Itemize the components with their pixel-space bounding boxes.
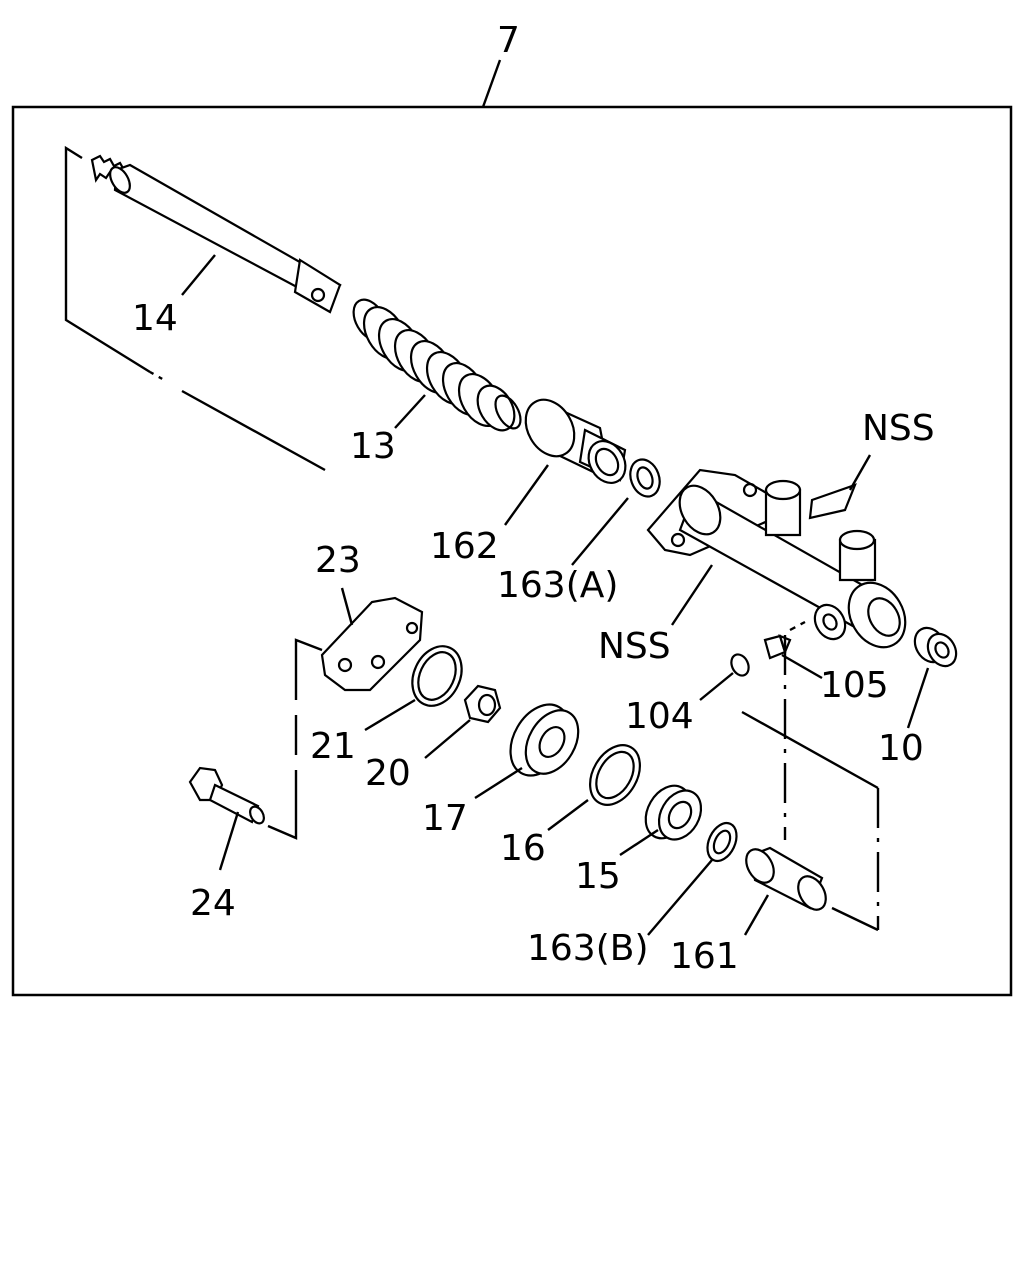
label-part-104[interactable]: 104 — [625, 696, 694, 737]
gasket-part-21[interactable] — [403, 638, 471, 714]
washer-part-104[interactable] — [728, 652, 752, 679]
plate-part-23[interactable] — [320, 596, 424, 692]
label-nss-top[interactable]: NSS — [862, 408, 935, 449]
cup-seal-part-15[interactable] — [637, 778, 710, 847]
label-part-23[interactable]: 23 — [315, 540, 361, 581]
label-nss-body[interactable]: NSS — [598, 626, 671, 667]
label-part-163b[interactable]: 163(B) — [527, 928, 649, 969]
label-part-162[interactable]: 162 — [430, 526, 499, 567]
cap-part-10[interactable] — [909, 622, 962, 671]
seal-part-17[interactable] — [498, 694, 588, 786]
bolt-part-24[interactable] — [188, 766, 267, 826]
o-ring-part-163a[interactable] — [625, 455, 664, 500]
assembly-frame — [11, 105, 1013, 997]
assembly-leader — [481, 59, 502, 108]
label-part-17[interactable]: 17 — [422, 798, 468, 839]
boot-part-13[interactable] — [347, 294, 526, 437]
label-part-24[interactable]: 24 — [190, 883, 236, 924]
bleeder-part-105[interactable] — [763, 634, 792, 660]
label-part-161[interactable]: 161 — [670, 936, 739, 977]
push-rod-part-14[interactable] — [90, 154, 342, 314]
label-part-21[interactable]: 21 — [310, 726, 356, 767]
label-part-105[interactable]: 105 — [820, 665, 889, 706]
label-part-20[interactable]: 20 — [365, 753, 411, 794]
label-part-163a[interactable]: 163(A) — [497, 565, 618, 606]
label-part-13[interactable]: 13 — [350, 426, 396, 467]
ring-part-16[interactable] — [580, 736, 650, 813]
o-ring-part-163b[interactable] — [702, 818, 742, 865]
pin-part-161[interactable] — [741, 844, 832, 914]
nut-part-20[interactable] — [463, 684, 502, 724]
label-part-10[interactable]: 10 — [878, 728, 924, 769]
piston-part-162[interactable] — [516, 391, 633, 490]
assembly-number[interactable]: 7 — [497, 20, 520, 61]
label-part-14[interactable]: 14 — [132, 298, 178, 339]
cylinder-body-nss[interactable] — [646, 468, 917, 657]
label-part-16[interactable]: 16 — [500, 828, 546, 869]
label-part-15[interactable]: 15 — [575, 856, 621, 897]
